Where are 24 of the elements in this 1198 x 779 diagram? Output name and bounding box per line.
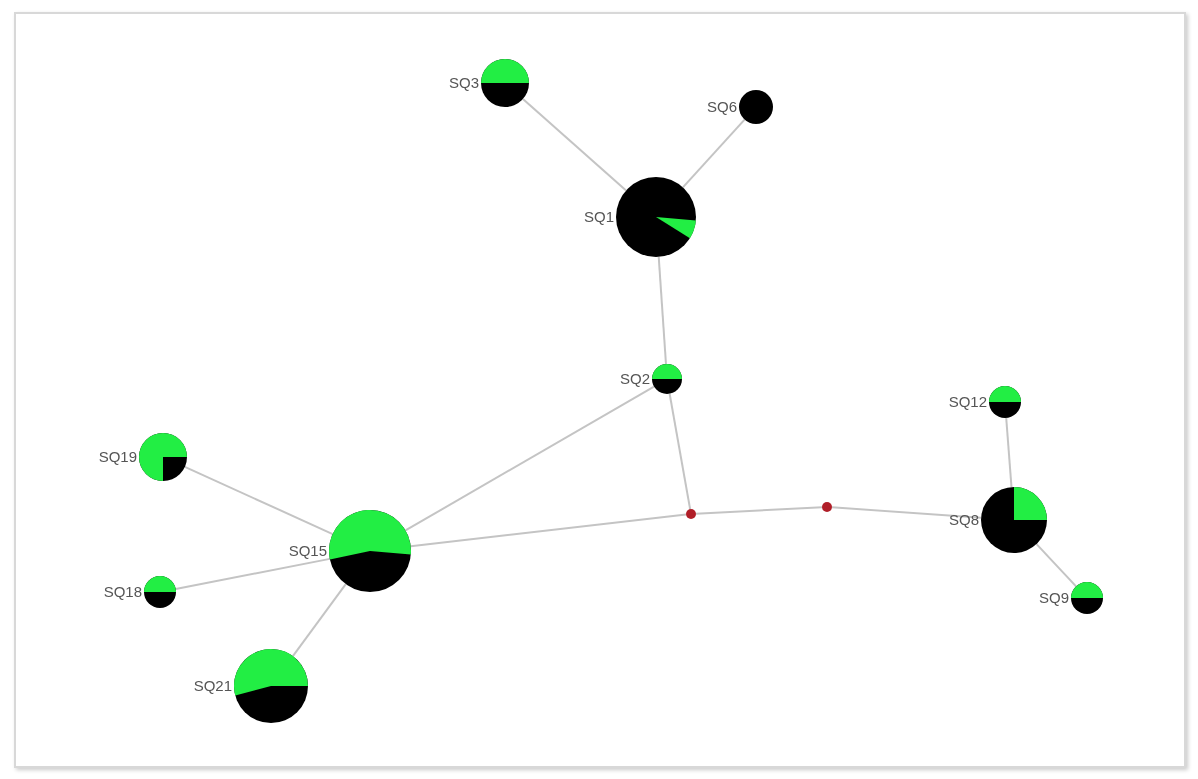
node-label: SQ19 <box>98 449 137 465</box>
node-label: SQ1 <box>584 209 614 225</box>
connector-line <box>695 506 823 515</box>
connector-line <box>183 465 334 536</box>
connector-line <box>657 255 667 366</box>
connector-line <box>521 97 628 192</box>
node-label: SQ2 <box>620 371 650 387</box>
connector-line <box>404 385 655 532</box>
node-label: SQ15 <box>288 543 327 559</box>
node-label: SQ21 <box>193 678 232 694</box>
node-label: SQ6 <box>707 99 737 115</box>
connector-line <box>409 513 688 548</box>
connector-line <box>668 392 692 511</box>
connector-line <box>1035 543 1078 588</box>
node-label: SQ18 <box>103 584 142 600</box>
connector-line <box>291 583 347 658</box>
connector-line <box>1005 416 1013 489</box>
connector-line <box>831 506 983 519</box>
node-label: SQ3 <box>449 75 479 91</box>
connector-line <box>174 557 331 590</box>
node-label: SQ8 <box>949 512 979 528</box>
connector-line <box>681 118 746 189</box>
node-label: SQ12 <box>948 394 987 410</box>
node-label: SQ9 <box>1039 590 1069 606</box>
